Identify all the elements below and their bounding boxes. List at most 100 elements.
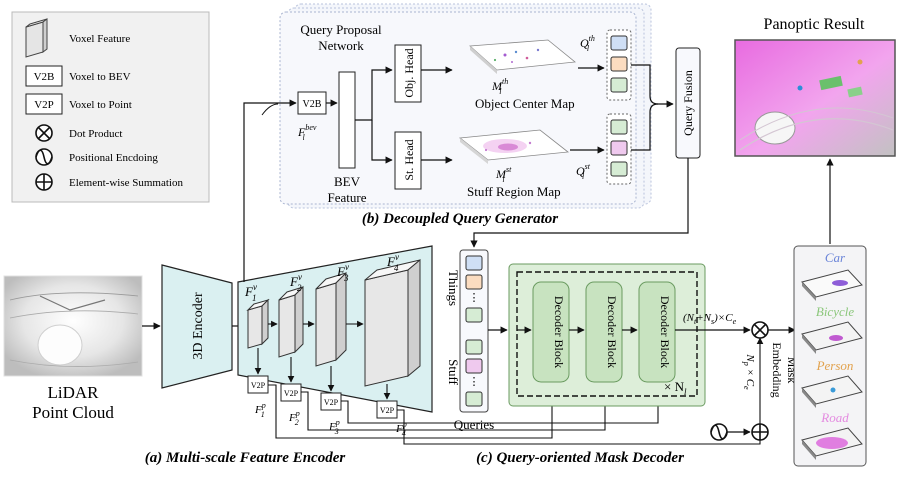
dims-label: (Nt+Ns)×Ce [683, 312, 737, 326]
v2p-label-2: V2P [284, 389, 299, 398]
mask-decoder: ⋮ ⋮ Things Stuff Queries Decoder Block D… [446, 249, 799, 466]
queries-label: Queries [454, 417, 494, 432]
positional-encoding-node [710, 423, 728, 441]
fp-to-decoder-2-arrow [301, 391, 609, 431]
query-stuff-ellipsis: ⋮ [469, 376, 480, 388]
lidar-point-cloud-image [3, 275, 143, 377]
lidar-label-2: Point Cloud [32, 403, 114, 422]
panoptic-result-image [734, 39, 896, 157]
fusion-to-queries-arrow [470, 158, 689, 248]
obj-head-label: Obj. Head [402, 48, 416, 97]
feature-encoder-caption: (a) Multi-scale Feature Encoder [145, 450, 346, 466]
query-stuff-2 [465, 358, 483, 374]
mask-car-image [801, 269, 863, 301]
element-wise-sum-icon [35, 173, 53, 191]
mask-decoder-caption: (c) Query-oriented Mask Decoder [476, 450, 684, 466]
voxel-feature-4 [364, 258, 421, 387]
query-stuff-1 [465, 339, 483, 355]
decoder-block-2 [585, 281, 623, 383]
bev-feature-label-2: Feature [328, 190, 367, 205]
legend-v2p-label: Voxel to Point [69, 99, 132, 111]
bev-to-obj-arrow [355, 66, 393, 121]
v2p-label-4: V2P [380, 406, 395, 415]
decoder-repeat-box [516, 271, 698, 397]
legend-v2b-symbol: V2B [34, 71, 55, 83]
panoptic-result: Panoptic Result Car Bicycle Person [734, 16, 896, 467]
class-label-person: Person [816, 358, 854, 373]
v2p-label-3: V2P [324, 398, 339, 407]
legend-v2p-symbol-box [25, 93, 63, 115]
decoder-block-1 [532, 281, 570, 383]
decoder-block-label-2: Decoder Block [605, 296, 619, 368]
legend-v2p-symbol: V2P [34, 99, 54, 111]
query-thing-2 [465, 274, 483, 290]
stuff-queries-stack [606, 113, 632, 185]
thing-query-1 [610, 35, 628, 51]
object-center-map [469, 39, 577, 74]
query-thing-ellipsis: ⋮ [469, 292, 480, 304]
qpn-title-2: Network [318, 38, 364, 53]
stuff-query-3 [610, 161, 628, 177]
voxel-feature-icon [25, 18, 48, 58]
repeat-label: × Nl [664, 379, 687, 397]
legend-positional-encoding: Positional Encdoing [69, 152, 158, 164]
v2p-label-1: V2P [251, 381, 266, 390]
st-head-box [394, 131, 422, 190]
bev-feature-label-1: BEV [334, 174, 361, 189]
mask-embedding-label-2: Embedding [770, 342, 784, 397]
things-label: Things [446, 270, 461, 306]
np-ce-label: Np × Ce [742, 353, 756, 390]
bev-feature-bar [338, 71, 356, 169]
object-center-map-label: Object Center Map [475, 96, 575, 111]
encoder-3d-label: 3D Encoder [191, 292, 206, 360]
dot-product-icon [35, 124, 53, 142]
stuff-query-1 [610, 119, 628, 135]
voxel-feature-3 [315, 271, 347, 367]
legend: Voxel Feature V2B Voxel to BEV V2P Voxel… [11, 11, 210, 203]
mask-bicycle-image [801, 321, 863, 354]
legend-voxel-feature: Voxel Feature [69, 33, 130, 45]
query-fusion-label: Query Fusion [681, 70, 695, 136]
query-thing-1 [465, 255, 483, 271]
mask-road-image [801, 427, 863, 460]
stuff-region-map [458, 129, 570, 164]
query-generator-caption: (b) Decoupled Query Generator [362, 211, 558, 227]
stuff-query-2 [610, 140, 628, 156]
v2b-label: V2B [303, 99, 322, 110]
positional-encoding-icon [35, 148, 53, 166]
stuff-label: Stuff [446, 359, 461, 385]
legend-dot-product: Dot Product [69, 128, 122, 140]
class-masks-panel [793, 245, 867, 467]
fp-to-mask-embedding-arrow [397, 337, 764, 445]
thing-query-2 [610, 56, 628, 72]
decoder-block-label-3: Decoder Block [658, 296, 672, 368]
class-label-road: Road [820, 410, 849, 425]
dot-product-node [751, 321, 769, 339]
panoptic-result-title: Panoptic Result [764, 16, 865, 33]
qpn-title-1: Query Proposal [300, 22, 382, 37]
thing-query-3 [610, 77, 628, 93]
obj-head-box [394, 44, 422, 103]
voxel-feature-1 [246, 298, 270, 349]
legend-v2b-label: Voxel to BEV [69, 71, 131, 83]
stuff-to-fusion-line [631, 103, 659, 151]
voxel-feature-2 [278, 285, 304, 358]
f1-to-v2b-arrow [243, 99, 297, 282]
encoder-3d-block [161, 264, 233, 389]
lidar-label-1: LiDAR [48, 383, 100, 402]
element-wise-sum-node [751, 423, 769, 441]
thing-queries-stack [606, 29, 632, 101]
legend-element-wise-sum: Element-wise Summation [69, 177, 183, 189]
